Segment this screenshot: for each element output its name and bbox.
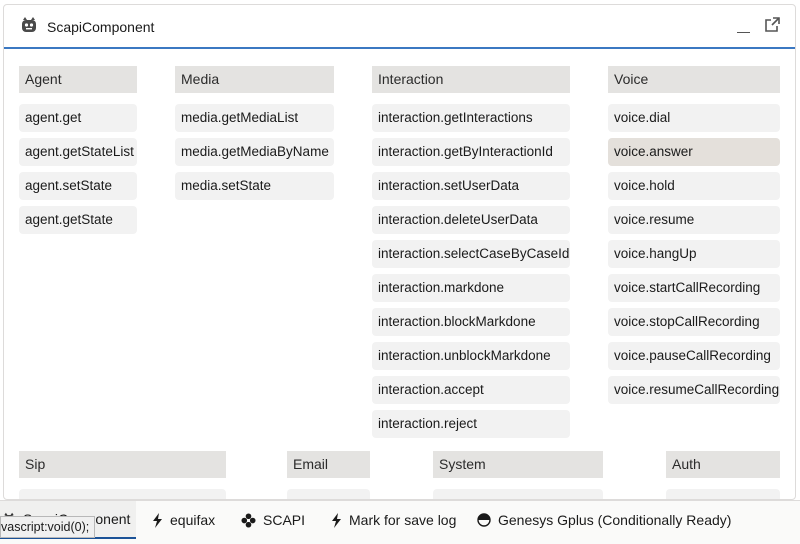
utility-tab-label: SCAPI — [263, 512, 306, 528]
email-section: Email — [287, 451, 370, 499]
voice-dial-button[interactable]: voice.dial — [608, 104, 780, 132]
interaction-setuserdata-button[interactable]: interaction.setUserData — [372, 172, 570, 200]
media-setstate-button[interactable]: media.setState — [175, 172, 334, 200]
voice-answer-button[interactable]: voice.answer — [608, 138, 780, 166]
interaction-markdone-button[interactable]: interaction.markdone — [372, 274, 570, 302]
sip-section: Sip — [19, 451, 226, 499]
agent-get-button[interactable]: agent.get — [19, 104, 137, 132]
utility-tab-equifax[interactable]: equifax — [152, 501, 215, 539]
utility-tab-label: equifax — [170, 512, 216, 528]
interaction-blockmarkdone-button[interactable]: interaction.blockMarkdone — [372, 308, 570, 336]
media-header: Media — [175, 66, 334, 93]
voice-hangup-button[interactable]: voice.hangUp — [608, 240, 780, 268]
media-getmedialist-button[interactable]: media.getMediaList — [175, 104, 334, 132]
interaction-accept-button[interactable]: interaction.accept — [372, 376, 570, 404]
voice-header: Voice — [608, 66, 780, 93]
lightning-icon — [153, 512, 162, 528]
panel-header: ScapiComponent — [4, 5, 795, 49]
email-header: Email — [287, 451, 370, 478]
half-circle-icon — [477, 513, 491, 527]
media-getmediabyname-button[interactable]: media.getMediaByName — [175, 138, 334, 166]
interaction-reject-button[interactable]: interaction.reject — [372, 410, 570, 438]
utility-tab-mark-for-save-log[interactable]: Mark for save log — [331, 501, 456, 539]
settings-flower-icon — [241, 512, 256, 528]
voice-startcallrecording-button[interactable]: voice.startCallRecording — [608, 274, 780, 302]
system-button[interactable] — [433, 489, 603, 499]
utility-tab-genesys[interactable]: Genesys Gplus (Conditionally Ready) — [477, 501, 731, 539]
auth-section: Auth — [666, 451, 780, 499]
voice-section: Voice voice.dial voice.answer voice.hold… — [608, 66, 780, 404]
system-section: System — [433, 451, 603, 499]
voice-resumecallrecording-button[interactable]: voice.resumeCallRecording — [608, 376, 780, 404]
sip-button[interactable] — [19, 489, 226, 499]
agent-section: Agent agent.get agent.getStateList agent… — [19, 66, 137, 234]
lightning-icon — [332, 512, 341, 528]
minimize-icon[interactable] — [737, 17, 751, 35]
interaction-header: Interaction — [372, 66, 570, 93]
voice-hold-button[interactable]: voice.hold — [608, 172, 780, 200]
interaction-getbyinteractionid-button[interactable]: interaction.getByInteractionId — [372, 138, 570, 166]
auth-button[interactable] — [666, 489, 780, 499]
media-section: Media media.getMediaList media.getMediaB… — [175, 66, 334, 200]
interaction-selectcasebycaseid-button[interactable]: interaction.selectCaseByCaseId — [372, 240, 570, 268]
utility-tab-scapi[interactable]: SCAPI — [241, 501, 305, 539]
interaction-getinteractions-button[interactable]: interaction.getInteractions — [372, 104, 570, 132]
interaction-deleteuserdata-button[interactable]: interaction.deleteUserData — [372, 206, 570, 234]
voice-resume-button[interactable]: voice.resume — [608, 206, 780, 234]
utility-panel: ScapiComponent Agent agent.get agent.get… — [3, 4, 796, 500]
voice-stopcallrecording-button[interactable]: voice.stopCallRecording — [608, 308, 780, 336]
utility-tab-label: Mark for save log — [349, 512, 457, 528]
agent-setstate-button[interactable]: agent.setState — [19, 172, 137, 200]
sip-header: Sip — [19, 451, 226, 478]
interaction-section: Interaction interaction.getInteractions … — [372, 66, 570, 438]
agent-getstatelist-button[interactable]: agent.getStateList — [19, 138, 137, 166]
utility-tab-label: Genesys Gplus (Conditionally Ready) — [498, 512, 732, 528]
auth-header: Auth — [666, 451, 780, 478]
agent-header: Agent — [19, 66, 137, 93]
status-url-tooltip: vascript:void(0); — [0, 516, 96, 538]
system-header: System — [433, 451, 603, 478]
robot-icon — [22, 17, 36, 32]
agent-getstate-button[interactable]: agent.getState — [19, 206, 137, 234]
interaction-unblockmarkdone-button[interactable]: interaction.unblockMarkdone — [372, 342, 570, 370]
panel-title: ScapiComponent — [47, 19, 155, 35]
voice-pausecallrecording-button[interactable]: voice.pauseCallRecording — [608, 342, 780, 370]
utility-bar: ScapiComponent equifax SCAPI Mark for sa… — [0, 500, 800, 544]
popout-icon[interactable] — [764, 17, 780, 33]
email-button[interactable] — [287, 489, 370, 499]
